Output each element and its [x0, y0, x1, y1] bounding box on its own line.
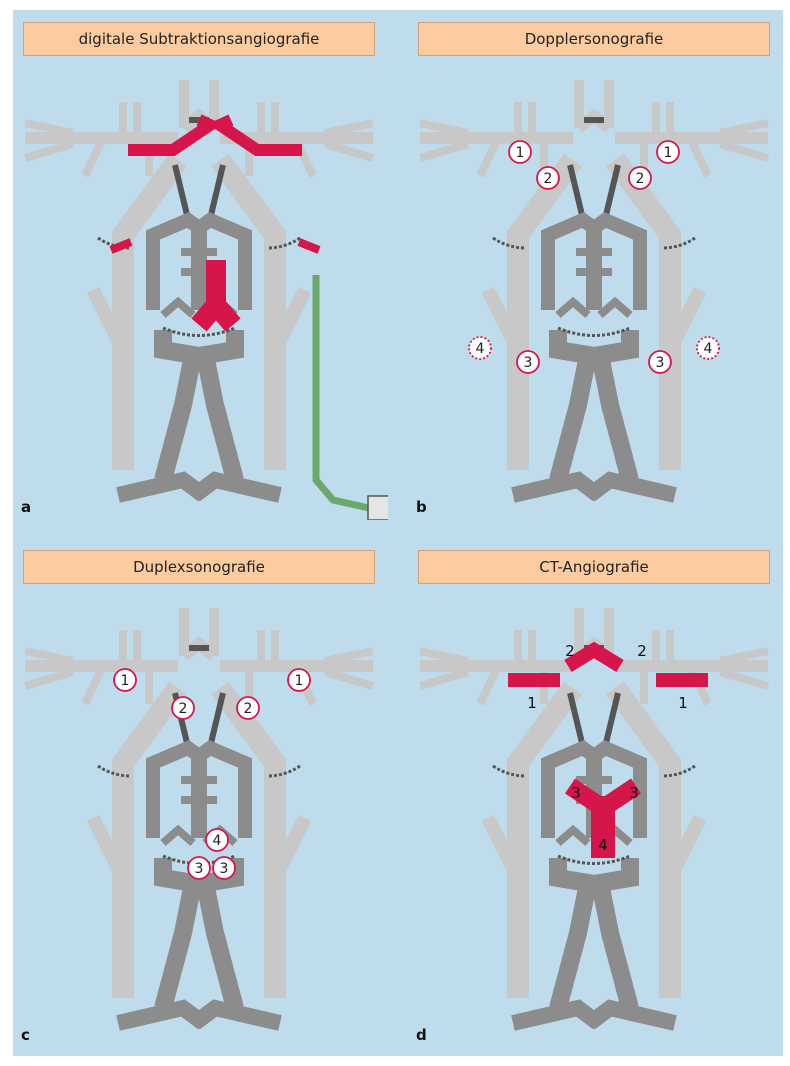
right-branch [325, 144, 373, 158]
marker-label: 1 [295, 673, 304, 689]
right-branch [720, 672, 768, 686]
marker-number: 1 [114, 669, 136, 691]
left-branch [25, 144, 73, 158]
syringe-icon [368, 488, 388, 520]
marker-label: 1 [516, 145, 525, 161]
left-branch [480, 670, 496, 704]
marker-number: 1 [657, 141, 679, 163]
left-lower-base [513, 480, 598, 495]
marker-label: 2 [544, 171, 553, 187]
marker-label: 2 [179, 701, 188, 717]
left-branch [420, 672, 468, 686]
marker-label: 4 [213, 833, 222, 849]
right-lower-base [195, 480, 280, 495]
marker-number: 3 [188, 857, 210, 879]
marker-label: 1 [678, 694, 688, 712]
marker-label: 1 [121, 673, 130, 689]
left-branch [420, 651, 468, 661]
right-lower-base [590, 1008, 675, 1023]
panel-letter: b [416, 498, 427, 516]
skull-base-line [558, 328, 630, 336]
marker-number: 3 [213, 857, 235, 879]
marker-label: 2 [636, 171, 645, 187]
marker-number: 3 [649, 351, 671, 373]
marker-number: 2 [629, 167, 651, 189]
right-branch [720, 651, 768, 661]
right-branch [325, 672, 373, 686]
right-branch [720, 123, 768, 133]
vessel-diagram [13, 10, 388, 520]
marker-label: 2 [565, 642, 575, 660]
left-branch [85, 670, 101, 704]
panel-a: digitale Subtraktionsangiografie a [13, 10, 388, 520]
panel-letter: d [416, 1026, 427, 1044]
marker-label: 2 [637, 642, 647, 660]
left-branch [85, 142, 101, 176]
left-lower-base [118, 480, 203, 495]
highlight-right-carotid [299, 242, 319, 250]
panel-letter: a [21, 498, 31, 516]
left-internal-artery [558, 858, 588, 1008]
marker-number: 4 [697, 337, 719, 359]
right-internal-artery [205, 858, 235, 1008]
marker-label: 3 [524, 355, 533, 371]
marker-label: 4 [598, 836, 608, 854]
marker-label: 3 [629, 784, 639, 802]
marker-number: 1 [288, 669, 310, 691]
small-branch-right [600, 302, 630, 315]
marker-number: 3 [517, 351, 539, 373]
highlight-basilar [216, 305, 233, 325]
right-branch [720, 144, 768, 158]
left-branch [480, 142, 496, 176]
left-internal-artery [163, 858, 193, 1008]
marker-number: 4 [469, 337, 491, 359]
marker-number: 2 [537, 167, 559, 189]
panel-letter: c [21, 1026, 30, 1044]
marker-number: 2 [172, 697, 194, 719]
catheter-line [316, 275, 378, 510]
marker-number: 2 [237, 697, 259, 719]
right-internal-artery [600, 330, 630, 480]
small-branch-left [558, 302, 588, 315]
vessel-diagram: 1122433 [13, 538, 388, 1048]
right-branch [325, 651, 373, 661]
marker-label: 3 [220, 861, 229, 877]
right-branch [692, 142, 708, 176]
marker-label: 4 [704, 341, 713, 357]
left-lower-base [118, 1008, 203, 1023]
left-internal-artery [163, 330, 193, 480]
left-lower-base [513, 1008, 598, 1023]
left-branch [25, 651, 73, 661]
figure: digitale Subtraktionsangiografie a Doppl… [13, 10, 783, 1056]
left-branch [25, 123, 73, 133]
syringe-part [368, 496, 388, 520]
marker-label: 1 [664, 145, 673, 161]
right-branch [325, 123, 373, 133]
vessel-diagram: 2 2 1 1 3 3 4 [408, 538, 783, 1048]
marker-number: 1 [509, 141, 531, 163]
marker-label: 3 [195, 861, 204, 877]
right-lower-base [590, 480, 675, 495]
right-lower-base [195, 1008, 280, 1023]
marker-label: 1 [527, 694, 537, 712]
left-branch [25, 672, 73, 686]
left-branch [420, 144, 468, 158]
marker-number: 4 [206, 829, 228, 851]
marker-label: 2 [244, 701, 253, 717]
marker-label: 3 [571, 784, 581, 802]
left-internal-artery [558, 330, 588, 480]
small-branch-left [163, 302, 193, 315]
right-internal-artery [600, 858, 630, 1008]
marker-label: 3 [656, 355, 665, 371]
marker-label: 4 [476, 341, 485, 357]
right-internal-artery [205, 330, 235, 480]
left-branch [420, 123, 468, 133]
small-branch-left [558, 830, 588, 843]
vessel-diagram: 1 1 2 2 4 4 3 3 [408, 10, 783, 520]
small-branch-left [163, 830, 193, 843]
